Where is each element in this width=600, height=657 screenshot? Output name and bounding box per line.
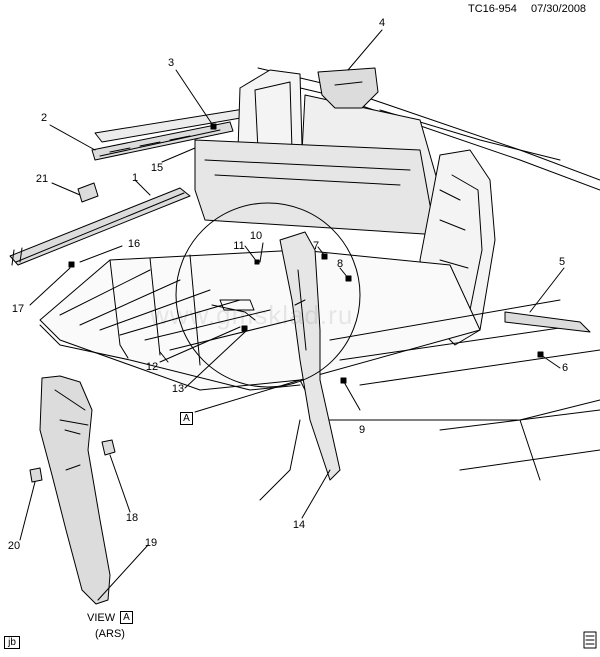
- watermark-text: www.gmsklad.ru: [150, 300, 354, 330]
- callout-14: 14: [292, 519, 306, 531]
- upper-trim-panel: [317, 67, 379, 109]
- drawing-date: 07/30/2008: [531, 3, 587, 15]
- sill-plate-rail: [9, 187, 191, 266]
- callout-20: 20: [7, 540, 21, 552]
- detail-magnifier: [175, 202, 361, 388]
- callout-8: 8: [336, 258, 344, 270]
- fasteners: [68, 123, 544, 384]
- pillar-trim-14: [279, 231, 341, 481]
- callout-10: 10: [249, 230, 263, 242]
- callout-17: 17: [11, 303, 25, 315]
- callout-2: 2: [40, 112, 48, 124]
- clip-21: [77, 182, 99, 203]
- callout-3: 3: [167, 57, 175, 69]
- callout-16: 16: [127, 238, 141, 250]
- view-caption-label: VIEW: [87, 612, 116, 624]
- callout-15: 15: [150, 162, 164, 174]
- clip-18: [101, 439, 116, 456]
- corner-book-icon: [583, 631, 597, 649]
- callout-6: 6: [561, 362, 569, 374]
- callout-7: 7: [312, 240, 320, 252]
- leader-lines: [19, 29, 565, 601]
- callout-9: 9: [358, 424, 366, 436]
- callout-5: 5: [558, 256, 566, 268]
- callout-19: 19: [144, 537, 158, 549]
- callout-1: 1: [131, 172, 139, 184]
- floor-underside: [39, 324, 301, 391]
- footer-tag: jb: [4, 636, 20, 649]
- roof-rail-left: [91, 107, 259, 161]
- view-caption-ref: A: [120, 611, 133, 624]
- clip-20: [29, 467, 43, 483]
- drawing-code: TC16-954: [468, 3, 517, 15]
- callout-13: 13: [171, 383, 185, 395]
- callout-21: 21: [35, 173, 49, 185]
- load-floor: [39, 249, 600, 501]
- callout-11: 11: [233, 240, 245, 252]
- view-a-trim-panel: [39, 375, 111, 605]
- view-a-marker: A: [180, 412, 193, 425]
- callout-12: 12: [145, 361, 159, 373]
- callout-4: 4: [378, 17, 386, 29]
- view-caption-variant: (ARS): [95, 628, 125, 640]
- callout-18: 18: [125, 512, 139, 524]
- right-sill-plate: [504, 311, 591, 333]
- rear-bulkhead: [194, 139, 441, 236]
